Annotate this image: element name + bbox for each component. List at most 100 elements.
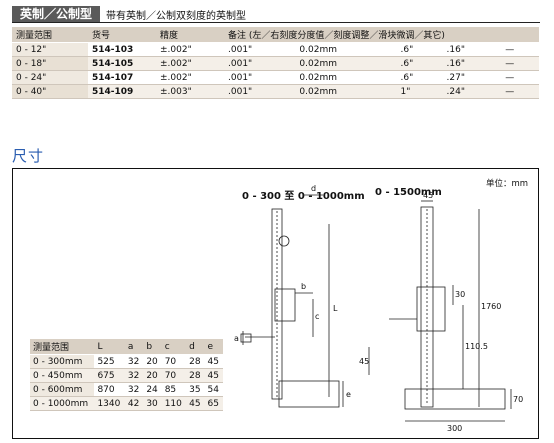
spec-cell: 0 - 24" (12, 70, 88, 85)
dims-cell: 32 (124, 368, 144, 383)
dims-cell: 70 (161, 354, 187, 369)
model-label-left: 0 - 300 至 0 - 1000mm (242, 191, 365, 202)
spec-cell: 0 - 12" (12, 42, 88, 57)
dims-cell: 32 (124, 354, 144, 369)
col-range: 测量范围 (12, 27, 88, 43)
right-beam (420, 206, 434, 408)
spec-cell: 0.02mm (295, 42, 397, 57)
spec-cell: ±.002" (156, 42, 224, 57)
spec-cell: .6" (396, 70, 443, 85)
spec-table-row: 0 - 18"514-105±.002".001"0.02mm.6".16"— (12, 56, 539, 71)
spec-cell: .001" (224, 84, 296, 99)
spec-cell: 0 - 18" (12, 56, 88, 71)
dims-cell: 42 (124, 396, 144, 411)
spec-cell: 514-103 (88, 42, 156, 57)
spec-cell: 514-105 (88, 56, 156, 71)
spec-cell: 1" (396, 84, 443, 99)
spec-cell: 0 - 40" (12, 84, 88, 99)
dims-cell: 85 (161, 382, 187, 397)
dim-d-text: d (311, 184, 316, 193)
dims-col-header: c (161, 339, 187, 355)
spec-cell: .27" (442, 70, 502, 85)
dims-cell: 0 - 600mm (30, 382, 95, 397)
dims-cell: 28 (186, 368, 205, 383)
spec-cell: — (501, 84, 539, 99)
dims-col-header: a (124, 339, 144, 355)
spec-cell: 514-107 (88, 70, 156, 85)
dims-cell: 28 (186, 354, 205, 369)
height-gauge-drawing: d L c b a e 45 30 110.5 1760 45 70 300 (234, 184, 523, 433)
col-code: 货号 (88, 27, 156, 43)
dims-cell: 0 - 450mm (30, 368, 95, 383)
col-accuracy: 精度 (156, 27, 224, 43)
dims-cell: 0 - 300mm (30, 354, 95, 369)
spec-cell: .16" (442, 42, 502, 57)
right-base (404, 388, 506, 410)
header-rule (12, 22, 540, 23)
dims-cell: 35 (186, 382, 205, 397)
dims-cell: 45 (186, 396, 205, 411)
dims-cell: 870 (94, 382, 125, 397)
dim-1760-text: 1760 (481, 302, 501, 311)
dim-300-text: 300 (447, 424, 462, 433)
dims-cell: 70 (161, 368, 187, 383)
spec-cell: — (501, 70, 539, 85)
header-tag: 英制／公制型 (12, 6, 101, 23)
dim-e-text: e (346, 390, 351, 399)
section-title: 尺寸 (12, 147, 45, 165)
dims-cell: 525 (94, 354, 125, 369)
dims-cell: 45 (204, 368, 223, 383)
spec-cell: .6" (396, 56, 443, 71)
dims-cell: 65 (204, 396, 223, 411)
spec-cell: .16" (442, 56, 502, 71)
spec-table-row: 0 - 12"514-103±.002".001"0.02mm.6".16"— (12, 42, 539, 57)
dims-col-header: e (204, 339, 223, 355)
spec-cell: ±.003" (156, 84, 224, 99)
dim-c-text: c (315, 312, 319, 321)
spec-cell: 0.02mm (295, 70, 397, 85)
dims-cell: 20 (143, 354, 162, 369)
dims-cell: 110 (161, 396, 187, 411)
dim-45w-text: 45 (423, 191, 433, 200)
spec-cell: — (501, 56, 539, 71)
dims-cell: 20 (143, 368, 162, 383)
dim-b-text: b (301, 282, 306, 291)
dimension-panel: 单位：mm 0 - 300 至 0 - 1000mm 0 - 1500mm (12, 168, 539, 439)
spec-cell: .001" (224, 42, 296, 57)
spec-cell: 514-109 (88, 84, 156, 99)
left-scriber-tip (240, 333, 252, 343)
spec-table-header: 测量范围 货号 精度 备注 (左／右刻度分度值／刻度调整／滑块微调／其它) (12, 27, 539, 43)
dims-cell: 45 (204, 354, 223, 369)
dims-cell: 1340 (94, 396, 125, 411)
dim-a-text: a (234, 334, 239, 343)
dims-cell: 32 (124, 382, 144, 397)
spec-cell: .001" (224, 70, 296, 85)
spec-table-row: 0 - 24"514-107±.002".001"0.02mm.6".27"— (12, 70, 539, 85)
dims-col-header: L (94, 339, 125, 355)
dims-cell: 30 (143, 396, 162, 411)
dim-1105-text: 110.5 (465, 342, 488, 351)
dim-45h-text: 45 (359, 357, 369, 366)
unit-label: 单位：mm (485, 179, 528, 189)
dims-cell: 675 (94, 368, 125, 383)
right-slider (416, 286, 446, 332)
dims-cell: 24 (143, 382, 162, 397)
dims-cell: 0 - 1000mm (30, 396, 95, 411)
spec-cell: .001" (224, 56, 296, 71)
spec-cell: — (501, 42, 539, 57)
dim-70-text: 70 (513, 395, 523, 404)
model-label-right: 0 - 1500mm (375, 187, 442, 198)
left-base (278, 380, 340, 408)
dims-cell: 54 (204, 382, 223, 397)
spec-cell: 0.02mm (295, 84, 397, 99)
header: 英制／公制型 带有英制／公制双刻度的英制型 (12, 6, 246, 23)
dims-col-header: b (143, 339, 162, 355)
spec-cell: .6" (396, 42, 443, 57)
left-beam (271, 208, 283, 400)
